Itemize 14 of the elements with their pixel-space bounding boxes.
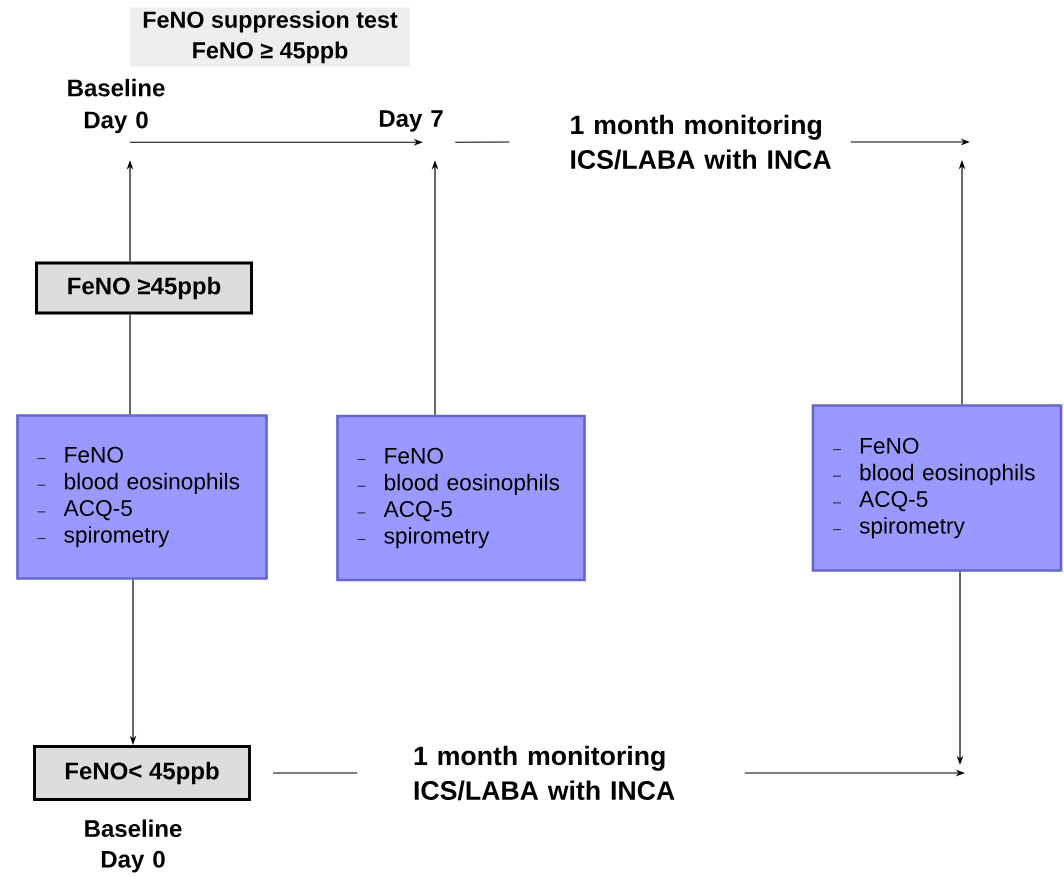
phase-label: 1 month monitoring ICS/LABA with INCA <box>571 114 831 170</box>
timeline-label: Baseline Day 0 <box>68 78 165 134</box>
connector-line <box>129 313 131 415</box>
assessment-box: FeNO blood eosinophils ACQ-5 spirometry <box>336 414 586 582</box>
assessment-box: FeNO blood eosinophils ACQ-5 spirometry <box>16 414 268 580</box>
title-box: FeNO suppression test FeNO ≥ 45ppb <box>130 7 410 67</box>
baseline-label: Baseline Day 0 <box>85 819 182 873</box>
assessment-box: FeNO blood eosinophils ACQ-5 spirometry <box>811 404 1063 572</box>
timeline-label: Day 7 <box>379 110 443 132</box>
phase-label: 1 month monitoring ICS/LABA with INCA <box>414 745 675 801</box>
connector-line <box>272 772 358 774</box>
connector-line <box>454 141 510 143</box>
result-box: FeNO< 45ppb <box>33 745 251 801</box>
result-box: FeNO ≥45ppb <box>35 261 253 315</box>
